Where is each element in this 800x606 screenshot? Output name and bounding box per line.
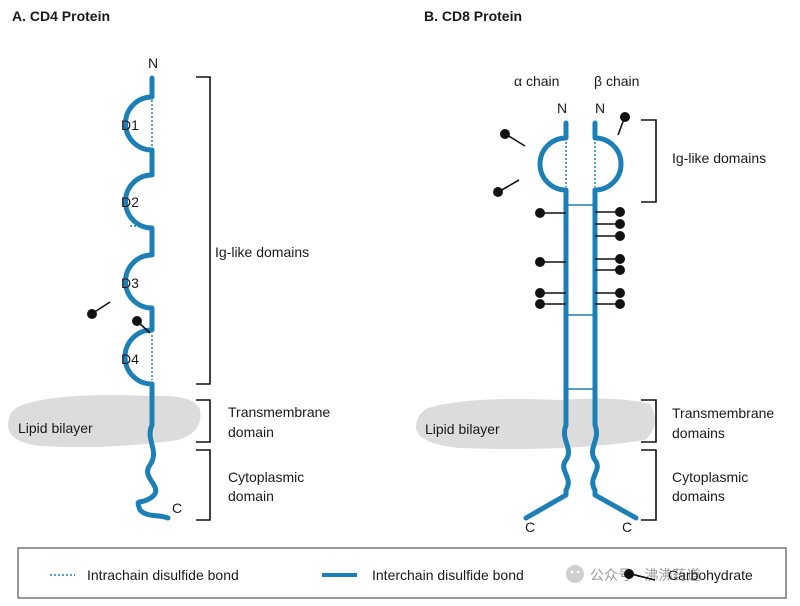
cd8-alpha-ig-carbohydrate-1: [500, 129, 526, 147]
cd4-domain-d4: D4: [121, 351, 139, 367]
cd4-ig-bracket: [196, 76, 211, 385]
cd8-tm-label-1: Transmembrane: [672, 405, 774, 421]
cd8-ig-label: Ig-like domains: [672, 150, 766, 166]
cd8-beta-label: β chain: [594, 73, 639, 89]
cd4-polypeptide-chain: [122, 75, 171, 521]
cd8-beta-ig-carbohydrate: [617, 112, 630, 136]
cd4-title: A. CD4 Protein: [12, 8, 110, 24]
legend-intrachain: Intrachain disulfide bond: [50, 567, 239, 583]
cd8-beta-stalk-carbohydrate-5: [595, 265, 625, 275]
cd8-beta-stalk-carbohydrate-4: [595, 254, 625, 264]
cd8-beta-c: C: [622, 519, 632, 535]
cd8-beta-stalk-carbohydrate-3: [595, 231, 625, 241]
cd4-ig-label: Ig-like domains: [215, 244, 309, 260]
cd8-alpha-label: α chain: [514, 73, 559, 89]
legend-carbohydrate-stem: [630, 573, 656, 581]
cd4-tm-label-1: Transmembrane: [228, 404, 330, 420]
cd4-tm-label-2: domain: [228, 424, 274, 440]
cd8-alpha-stalk-carbohydrate-4: [535, 299, 566, 309]
cd8-tm-label-2: domains: [672, 425, 725, 441]
cd8-alpha-stalk-carbohydrate-3: [535, 288, 566, 298]
cd4-cyto-bracket: [196, 449, 211, 521]
cd4-cyto-label-1: Cytoplasmic: [228, 469, 304, 485]
legend-frame: [17, 547, 787, 599]
cd8-cyto-label-2: domains: [672, 488, 725, 504]
cd4-carbohydrate-1: [87, 301, 111, 319]
watermark: 公众号 · 沸沸药道: [566, 565, 700, 583]
cd4-tm-bracket: [196, 399, 211, 443]
cd8-beta-stalk-carbohydrate-6: [595, 288, 625, 298]
cd8-lipid-label: Lipid bilayer: [425, 421, 500, 437]
cd8-alpha-chain: [523, 120, 572, 521]
legend-interchain: Interchain disulfide bond: [322, 567, 524, 583]
legend: Intrachain disulfide bond Interchain dis…: [17, 547, 787, 599]
cd4-cyto-label-2: domain: [228, 488, 274, 504]
cd8-beta-chain: [589, 120, 639, 521]
cd8-alpha-n: N: [557, 100, 567, 116]
cd8-cyto-bracket: [641, 449, 657, 521]
cd4-domain-d1: D1: [121, 117, 139, 133]
wechat-icon: [566, 565, 584, 583]
legend-interchain-label: Interchain disulfide bond: [372, 567, 524, 583]
cd4-panel: A. CD4 Protein Lipid bilayer N D1 D2 D3 …: [8, 8, 330, 521]
cd4-c-terminus: C: [172, 500, 182, 516]
cd8-ig-bracket: [641, 119, 657, 203]
cd4-lipid-label: Lipid bilayer: [18, 420, 93, 436]
cd8-beta-stalk-carbohydrate-7: [595, 299, 625, 309]
cd8-alpha-c: C: [525, 519, 535, 535]
cd8-alpha-ig-carbohydrate-2: [493, 179, 520, 197]
legend-intrachain-label: Intrachain disulfide bond: [87, 567, 239, 583]
cd8-alpha-stalk-carbohydrate-1: [535, 208, 566, 218]
cd8-cyto-label-1: Cytoplasmic: [672, 469, 748, 485]
watermark-text: 公众号 · 沸沸药道: [590, 567, 700, 583]
cd8-tm-bracket: [641, 399, 657, 443]
legend-carbohydrate-label: Carbohydrate: [668, 567, 753, 583]
cd8-title: B. CD8 Protein: [424, 8, 522, 24]
cd4-n-terminus: N: [148, 55, 158, 71]
legend-carbohydrate-dot: [624, 569, 634, 579]
cd4-domain-d2: D2: [121, 194, 139, 210]
cd8-panel: B. CD8 Protein α chain β chain N N Lipid…: [416, 8, 774, 535]
cd4-carbohydrate-2: [132, 316, 151, 334]
cd8-beta-stalk-carbohydrate-1: [595, 207, 625, 217]
cd8-beta-stalk-carbohydrate-2: [595, 219, 625, 229]
cd8-beta-n: N: [595, 100, 605, 116]
cd4-domain-d3: D3: [121, 275, 139, 291]
legend-carbohydrate: Carbohydrate: [624, 567, 753, 583]
cd8-alpha-stalk-carbohydrate-2: [535, 257, 566, 267]
